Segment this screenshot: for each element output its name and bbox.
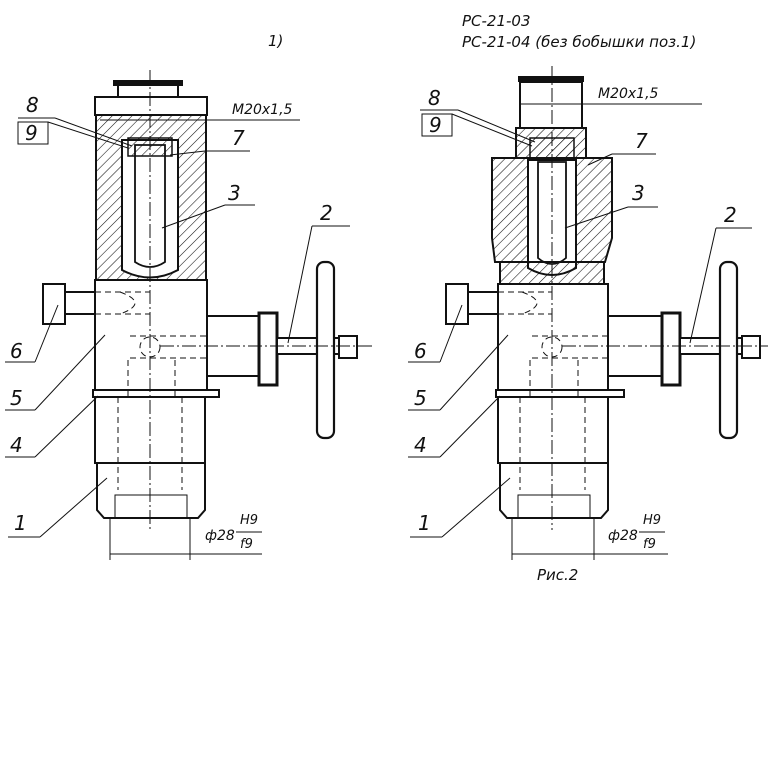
right-callout-3: 3 xyxy=(632,181,645,205)
left-screw-head xyxy=(42,283,66,325)
left-callout-8: 8 xyxy=(26,93,39,117)
left-bonnet-nut xyxy=(257,311,279,387)
right-callout-9: 9 xyxy=(429,113,442,137)
right-main-body xyxy=(497,283,609,393)
right-thread-label: M20x1,5 xyxy=(598,86,659,102)
right-stem-nut xyxy=(741,335,761,359)
left-screw-shank xyxy=(64,291,96,315)
left-valve-view: M20x1,5 ф28 H9 f9 8 9 7 3 2 6 xyxy=(5,70,372,560)
left-callouts: 8 9 7 3 2 6 5 4 1 xyxy=(5,93,350,538)
left-variant-label: 1) xyxy=(268,32,283,50)
right-callout-1: 1 xyxy=(418,511,431,535)
right-top-knob-rim xyxy=(518,76,584,82)
right-variant-label-1: РС-21-03 xyxy=(462,12,531,30)
right-dim-lower: f9 xyxy=(643,537,656,552)
right-callouts: 8 9 7 3 2 6 5 4 1 xyxy=(408,86,752,538)
right-dim-prefix: ф28 xyxy=(608,528,638,544)
right-valve-view: M20x1,5 ф28 H9 f9 8 9 7 3 2 6 xyxy=(408,66,768,560)
left-top-cap xyxy=(94,96,208,116)
left-callout-5: 5 xyxy=(10,386,23,410)
right-variant-label-2: РС-21-04 (без бобышки поз.1) xyxy=(462,33,696,51)
left-handwheel[interactable] xyxy=(315,260,336,440)
figure-caption: Рис.2 xyxy=(537,566,578,584)
left-callout-6: 6 xyxy=(10,339,23,363)
left-stem-nut xyxy=(338,335,358,359)
left-top-knob-rim xyxy=(113,80,183,86)
right-callout-4: 4 xyxy=(414,433,427,457)
right-callout-6: 6 xyxy=(414,339,427,363)
left-dim-prefix: ф28 xyxy=(205,528,235,544)
right-bonnet-nut xyxy=(660,311,682,387)
left-dim-lower: f9 xyxy=(240,537,253,552)
right-callout-7: 7 xyxy=(635,129,648,153)
left-callout-1: 1 xyxy=(14,511,27,535)
left-flange xyxy=(92,389,220,398)
left-dim-upper: H9 xyxy=(240,513,258,528)
right-top-knob xyxy=(519,81,583,129)
right-dim-upper: H9 xyxy=(643,513,661,528)
right-callout-2: 2 xyxy=(724,203,737,227)
left-nozzle-inner xyxy=(114,494,188,519)
left-callout-2: 2 xyxy=(320,201,333,225)
right-flange xyxy=(495,389,625,398)
left-thread-label: M20x1,5 xyxy=(232,102,293,118)
right-nozzle-inner xyxy=(517,494,591,519)
right-bottom-nozzle xyxy=(499,462,609,519)
right-lower-fitting xyxy=(497,396,609,464)
right-callout-8: 8 xyxy=(428,86,441,110)
left-callout-3: 3 xyxy=(228,181,241,205)
right-screw-shank xyxy=(467,291,499,315)
left-callout-4: 4 xyxy=(10,433,23,457)
left-callout-9: 9 xyxy=(25,121,38,145)
left-bottom-nozzle xyxy=(96,462,206,519)
right-callout-5: 5 xyxy=(414,386,427,410)
right-handwheel[interactable] xyxy=(718,260,739,440)
left-callout-7: 7 xyxy=(232,126,245,150)
